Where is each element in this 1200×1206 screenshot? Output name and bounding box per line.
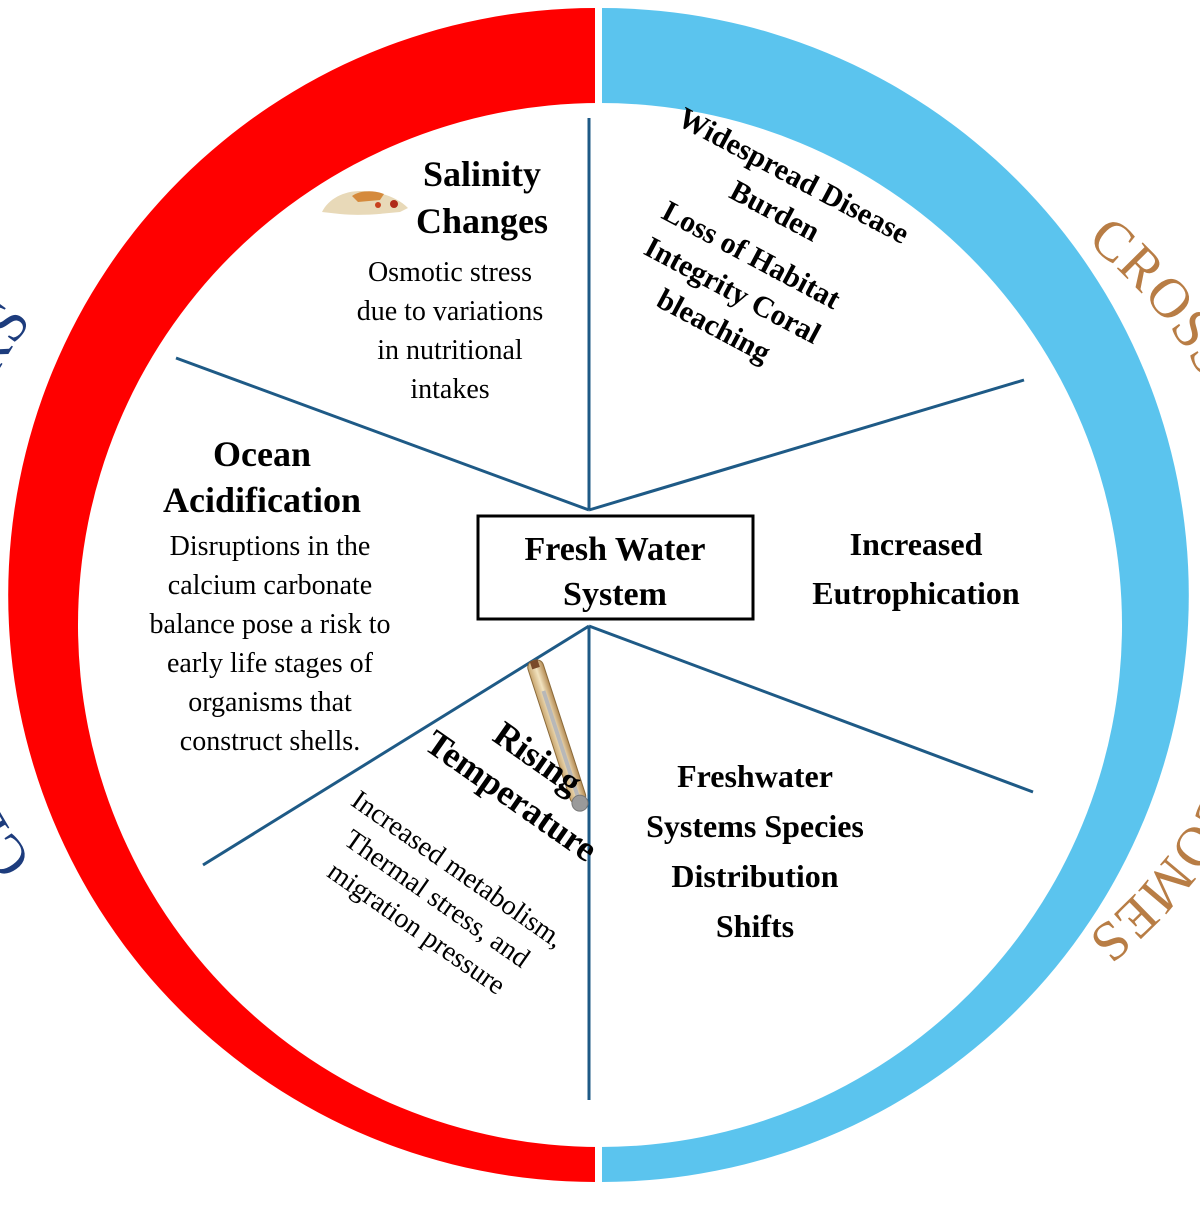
ocean-title-line1: Ocean [213, 434, 311, 474]
center-title-line2: System [563, 576, 667, 613]
eutrophication-line1: Increased [850, 526, 983, 562]
salinity-desc-line1: Osmotic stress [368, 257, 532, 288]
spoke-lower-right [588, 624, 1034, 794]
ocean-desc-line4: early life stages of [167, 648, 374, 679]
inner-disc [78, 103, 1122, 1147]
center-title-line1: Fresh Water [525, 531, 706, 568]
ocean-desc-line1: Disruptions in the [170, 531, 371, 562]
sector-dividers [175, 118, 1034, 1100]
salinity-title-line2: Changes [416, 201, 548, 241]
spoke-lower-left [202, 624, 590, 867]
ocean-title-line2: Acidification [163, 480, 361, 520]
distribution-line3: Distribution [671, 858, 838, 894]
salinity-desc-line2: due to variations [357, 296, 544, 327]
distribution-line4: Shifts [716, 908, 794, 944]
salinity-icon [322, 190, 408, 215]
thermometer-icon [527, 659, 589, 812]
distribution-line2: Systems Species [646, 808, 864, 844]
distribution-line1: Freshwater [677, 758, 833, 794]
spoke-upper-right [588, 378, 1025, 512]
salinity-desc-line3: in nutritional [377, 335, 523, 366]
eutrophication-line2: Eutrophication [812, 575, 1020, 611]
salinity-title-line1: Salinity [423, 154, 541, 194]
center-box [476, 514, 755, 621]
ocean-desc-line2: calcium carbonate [168, 570, 372, 601]
ocean-desc-line3: balance pose a risk to [149, 609, 390, 640]
spoke-upper-left [175, 356, 590, 512]
salinity-desc-line4: intakes [410, 374, 489, 405]
ocean-desc-line6: construct shells. [180, 726, 360, 757]
ocean-desc-line5: organisms that [188, 687, 352, 718]
